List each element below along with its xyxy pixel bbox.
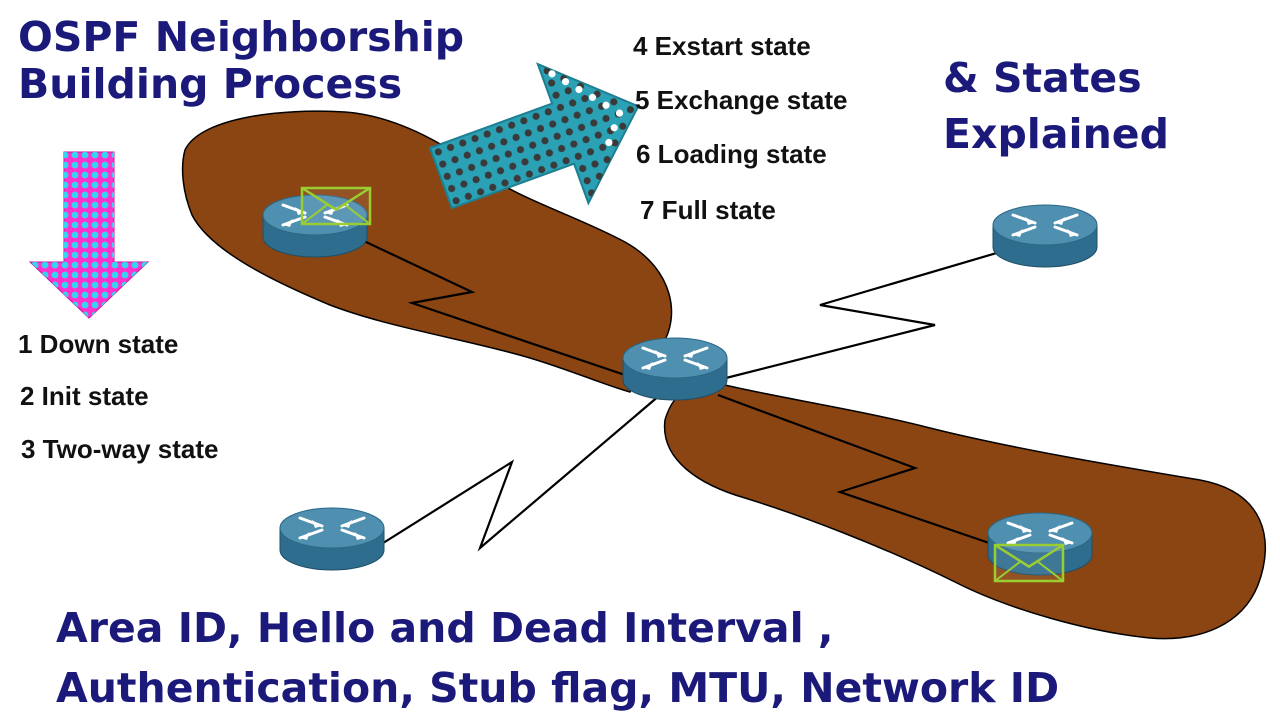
- state-exstart: 4 Exstart state: [633, 31, 811, 61]
- router-icon: [987, 512, 1093, 576]
- router-icon: [622, 337, 728, 401]
- side-title-line-1: & States: [943, 54, 1142, 102]
- link-center-to-bottom-right: [717, 393, 996, 547]
- side-title: & States Explained: [943, 50, 1169, 162]
- state-init: 2 Init state: [20, 381, 149, 411]
- down-arrow-icon: [28, 151, 150, 319]
- up-right-arrow-icon: [428, 62, 640, 210]
- link-bottom-left-to-center: [379, 394, 661, 552]
- state-down: 1 Down state: [18, 329, 179, 359]
- state-full: 7 Full state: [640, 195, 776, 225]
- router-icon: [279, 507, 385, 571]
- link-top-right-to-center: [717, 250, 1001, 382]
- main-title-line-2: Building Process: [18, 60, 403, 108]
- envelope-icon: [993, 543, 1065, 583]
- area-blob-lower: [663, 383, 1266, 640]
- envelope-icon: [300, 186, 372, 226]
- side-title-line-2: Explained: [943, 110, 1169, 158]
- state-loading: 6 Loading state: [636, 139, 827, 169]
- criteria-line-2: Authentication, Stub flag, MTU, Network …: [56, 664, 1060, 712]
- criteria-line-1: Area ID, Hello and Dead Interval ,: [56, 604, 834, 652]
- state-exchange: 5 Exchange state: [635, 85, 848, 115]
- main-title-line-1: OSPF Neighborship: [18, 13, 465, 61]
- state-two-way: 3 Two-way state: [21, 434, 219, 464]
- main-title: OSPF Neighborship Building Process: [18, 14, 464, 108]
- router-icon: [992, 204, 1098, 268]
- link-top-left-to-center: [329, 224, 629, 378]
